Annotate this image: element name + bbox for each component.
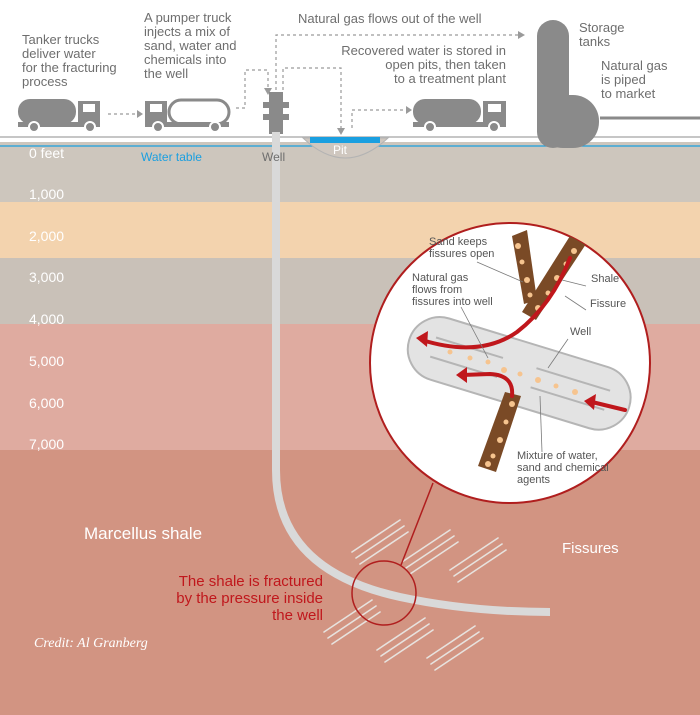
inset-detail: [369, 222, 651, 504]
inset-mixture-label: Mixture of water, sand and chemical agen…: [517, 450, 609, 486]
magnifier-ring: [351, 560, 417, 626]
inset-sand-label: Sand keeps fissures open: [429, 236, 495, 260]
depth-label-1000: 1,000: [29, 186, 65, 202]
water-truck-1: [18, 99, 100, 133]
inset-arrow-heads: [416, 331, 596, 410]
pit-label: Pit: [333, 143, 348, 157]
pit-water: [310, 137, 380, 143]
inset-well-label: Well: [570, 326, 592, 338]
inset-shale-label: Shale: [591, 273, 620, 285]
depth-label-3000: 3,000: [29, 269, 65, 285]
gas-flows-label: Natural gas flows out of the well: [298, 11, 482, 26]
inset-gas-flow-arrows: [420, 256, 627, 412]
fissures-label: Fissures: [562, 540, 619, 557]
natural-gas-piped-label: Natural gas is piped to market: [601, 58, 668, 101]
fracture-marks: [323, 519, 507, 671]
inset-leader-lines: [460, 261, 587, 453]
depth-label-4000: 4,000: [29, 311, 65, 327]
pumper-truck-label: A pumper truck injects a mix of sand, wa…: [144, 10, 237, 81]
inset-fissure-label: Fissure: [590, 298, 627, 310]
inset-natural-gas-label: Natural gas flows from fissures into wel…: [412, 272, 493, 308]
arrow-to-pit: [282, 67, 342, 128]
stratum-sand: [0, 202, 700, 258]
arrow-heads: [137, 31, 525, 135]
water-truck-2: [413, 99, 506, 133]
depth-label-7000: 7,000: [29, 436, 65, 452]
recovered-water-label: Recovered water is stored in open pits, …: [341, 43, 506, 86]
marcellus-shale-label: Marcellus shale: [84, 524, 203, 543]
pumper-truck: [145, 98, 231, 133]
credit-label: Credit: Al Granberg: [34, 636, 148, 651]
arrow-pit-to-truck: [351, 109, 406, 128]
tanker-trucks-label: Tanker trucks deliver water for the frac…: [22, 32, 117, 89]
storage-tank-short: [537, 95, 599, 148]
fractured-label: The shale is fractured by the pressure i…: [176, 573, 323, 624]
storage-tanks: [537, 20, 599, 148]
flow-arrows: [108, 34, 518, 128]
depth-label-2000: 2,000: [29, 228, 65, 244]
wellhead: [263, 92, 289, 134]
depth-label-6000: 6,000: [29, 395, 65, 411]
depth-label-0: 0 feet: [29, 145, 65, 161]
arrow-gas-out: [275, 34, 518, 90]
well-bore: [272, 132, 551, 616]
arrow-pumper-to-well: [236, 69, 269, 109]
water-table-label: Water table: [141, 150, 202, 164]
depth-label-5000: 5,000: [29, 353, 65, 369]
well-label: Well: [262, 150, 286, 164]
storage-tanks-label: Storage tanks: [579, 20, 625, 49]
magnifier-connector: [400, 482, 434, 566]
